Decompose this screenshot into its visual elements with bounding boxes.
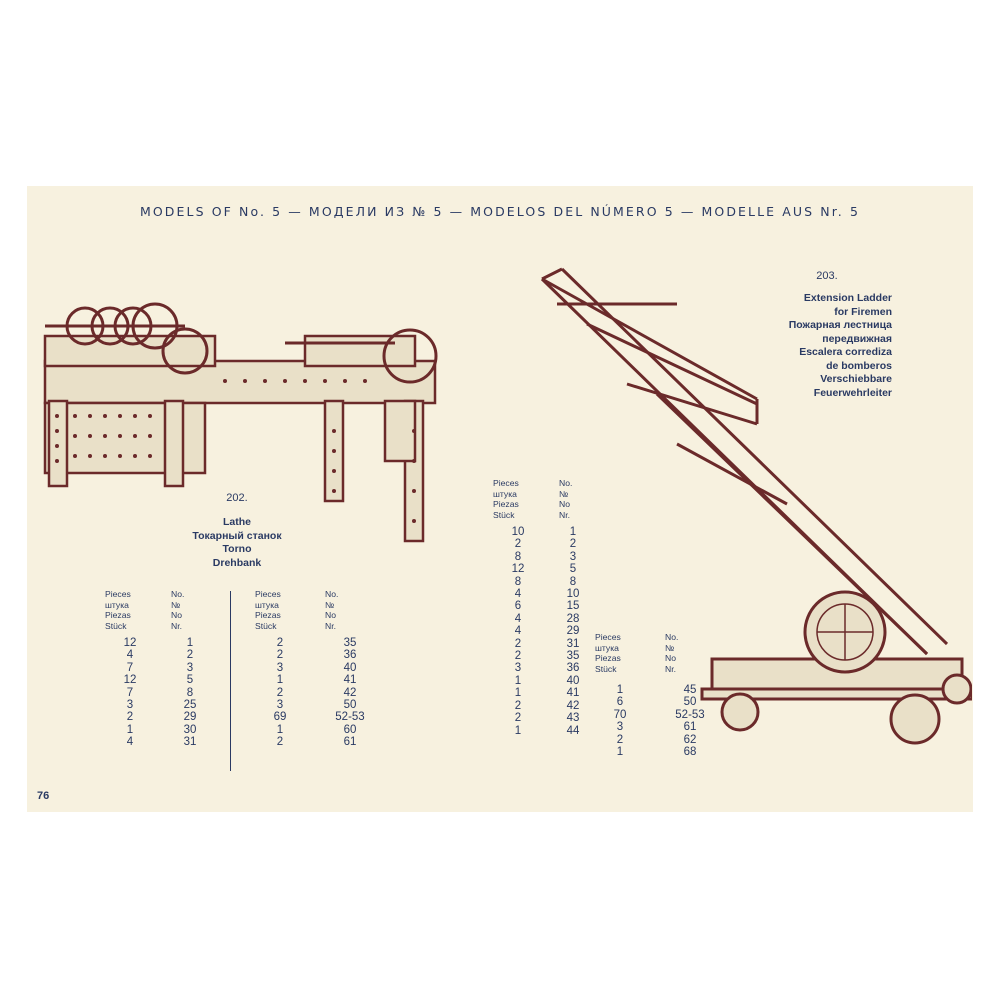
model-202-name-en: Lathe	[222, 516, 251, 528]
model-203-names: Extension Ladder for Firemen Пожарная ле…	[742, 292, 892, 400]
model-202-names: Lathe Токарный станок Torno Drehbank	[172, 516, 302, 570]
pieces-header: Pieces штука Piezas Stück	[105, 589, 131, 631]
page-header: MODELS OF No. 5 — МОДЕЛИ ИЗ № 5 — MODELO…	[139, 204, 861, 219]
model-203-name-de-2: Feuerwehrleiter	[813, 386, 892, 399]
model-203-name-en-2: for Firemen	[834, 305, 892, 318]
page-number: 76	[37, 790, 50, 802]
model-202-parts-table-left: Pieces штука Piezas Stück No. № No Nr. 1…	[105, 589, 225, 749]
number-header: No. № No Nr.	[325, 589, 339, 631]
model-203-name-de-1: Verschiebbare	[820, 373, 892, 385]
number-header: No. № No Nr.	[171, 589, 185, 631]
table-divider	[230, 591, 231, 771]
pieces-header: Pieces штука Piezas Stück	[255, 589, 281, 631]
model-203-name-en-1: Extension Ladder	[803, 292, 892, 304]
lathe-illustration	[43, 302, 438, 543]
model-202-name-ru: Токарный станок	[192, 529, 282, 542]
model-203-name-es-2: de bomberos	[826, 359, 892, 372]
number-header: No. № No Nr.	[559, 478, 573, 520]
catalog-page: MODELS OF No. 5 — МОДЕЛИ ИЗ № 5 — MODELO…	[27, 186, 973, 812]
extension-ladder-illustration	[540, 267, 972, 745]
number-header: No. № No Nr.	[665, 632, 679, 674]
model-203-name-ru-2: передвижная	[822, 332, 892, 345]
model-202-number: 202.	[226, 492, 248, 504]
model-202-parts-table-right: Pieces штука Piezas Stück No. № No Nr. 2…	[255, 589, 395, 749]
model-203-number: 203.	[816, 270, 838, 282]
model-203-name-es-1: Escalera corrediza	[799, 346, 892, 358]
pieces-header: Pieces штука Piezas Stück	[493, 478, 519, 520]
model-203-parts-table-left: Pieces штука Piezas Stück No. № No Nr. 1…	[493, 478, 603, 737]
model-202-name-es: Torno	[222, 543, 252, 555]
pieces-header: Pieces штука Piezas Stück	[595, 632, 621, 674]
model-203-parts-table-right: Pieces штука Piezas Stück No. № No Nr. 1…	[595, 632, 735, 758]
model-203-name-ru-1: Пожарная лестница	[788, 319, 892, 331]
model-202-name-de: Drehbank	[212, 556, 262, 569]
